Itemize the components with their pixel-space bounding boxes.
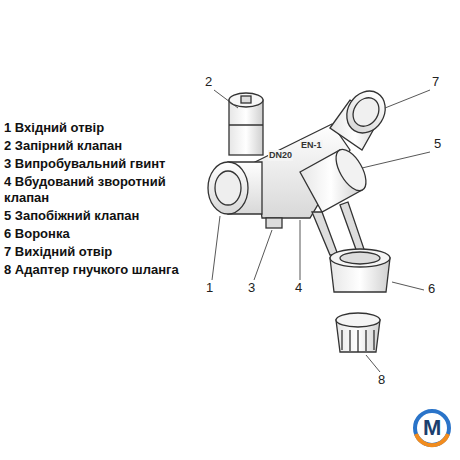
callout-number: 2	[203, 74, 214, 90]
part-name: 4 Вбудований зворотний клапан	[4, 174, 182, 207]
logo-letter: M	[423, 414, 441, 442]
callout-number: 7	[430, 74, 441, 90]
part-name: 3 Випробувальний гвинт	[4, 156, 234, 172]
stamp-text: DN20	[268, 150, 293, 161]
callout-number: 8	[376, 372, 387, 388]
callout-number: 5	[432, 136, 443, 152]
part-name: 6 Воронка	[4, 226, 234, 242]
part-name: 7 Вихідний отвір	[4, 244, 234, 260]
part-name: 2 Запірний клапан	[4, 138, 234, 154]
part-name: 5 Запобіжний клапан	[4, 208, 234, 224]
callout-number: 4	[293, 280, 304, 296]
callout-number: 6	[426, 281, 437, 297]
part-name: 8 Адаптер гнучкого шланга	[4, 262, 234, 278]
part-name: 1 Вхідний отвір	[4, 120, 234, 136]
callout-number: 1	[204, 280, 215, 296]
stamp-text: EN-1	[300, 140, 323, 151]
callout-number: 3	[246, 280, 257, 296]
